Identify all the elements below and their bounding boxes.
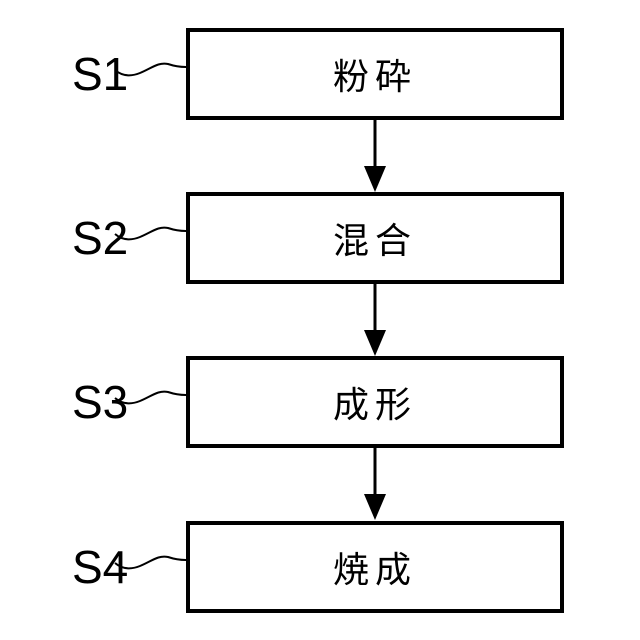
step-label-s1: S1	[72, 48, 129, 100]
squiggle-connector-s3	[114, 390, 187, 405]
down-arrow-2	[364, 284, 386, 356]
process-box-s2: 混合	[186, 192, 564, 284]
process-box-s3: 成形	[186, 356, 564, 448]
step-label-s2: S2	[72, 212, 129, 264]
squiggle-connector-s1	[114, 62, 187, 77]
step-label-s3: S3	[72, 376, 129, 428]
process-box-label-s2: 混合	[332, 220, 417, 261]
process-box-s1: 粉砕	[186, 28, 564, 120]
process-box-label-s4: 焼成	[332, 549, 417, 590]
process-box-label-s3: 成形	[332, 384, 417, 425]
squiggle-connector-s2	[114, 226, 187, 241]
down-arrow-1	[364, 120, 386, 192]
down-arrow-3	[364, 448, 386, 520]
process-box-s4: 焼成	[186, 521, 564, 613]
step-label-s4: S4	[72, 541, 129, 593]
squiggle-connector-s4	[114, 555, 187, 570]
process-box-label-s1: 粉砕	[332, 56, 417, 97]
